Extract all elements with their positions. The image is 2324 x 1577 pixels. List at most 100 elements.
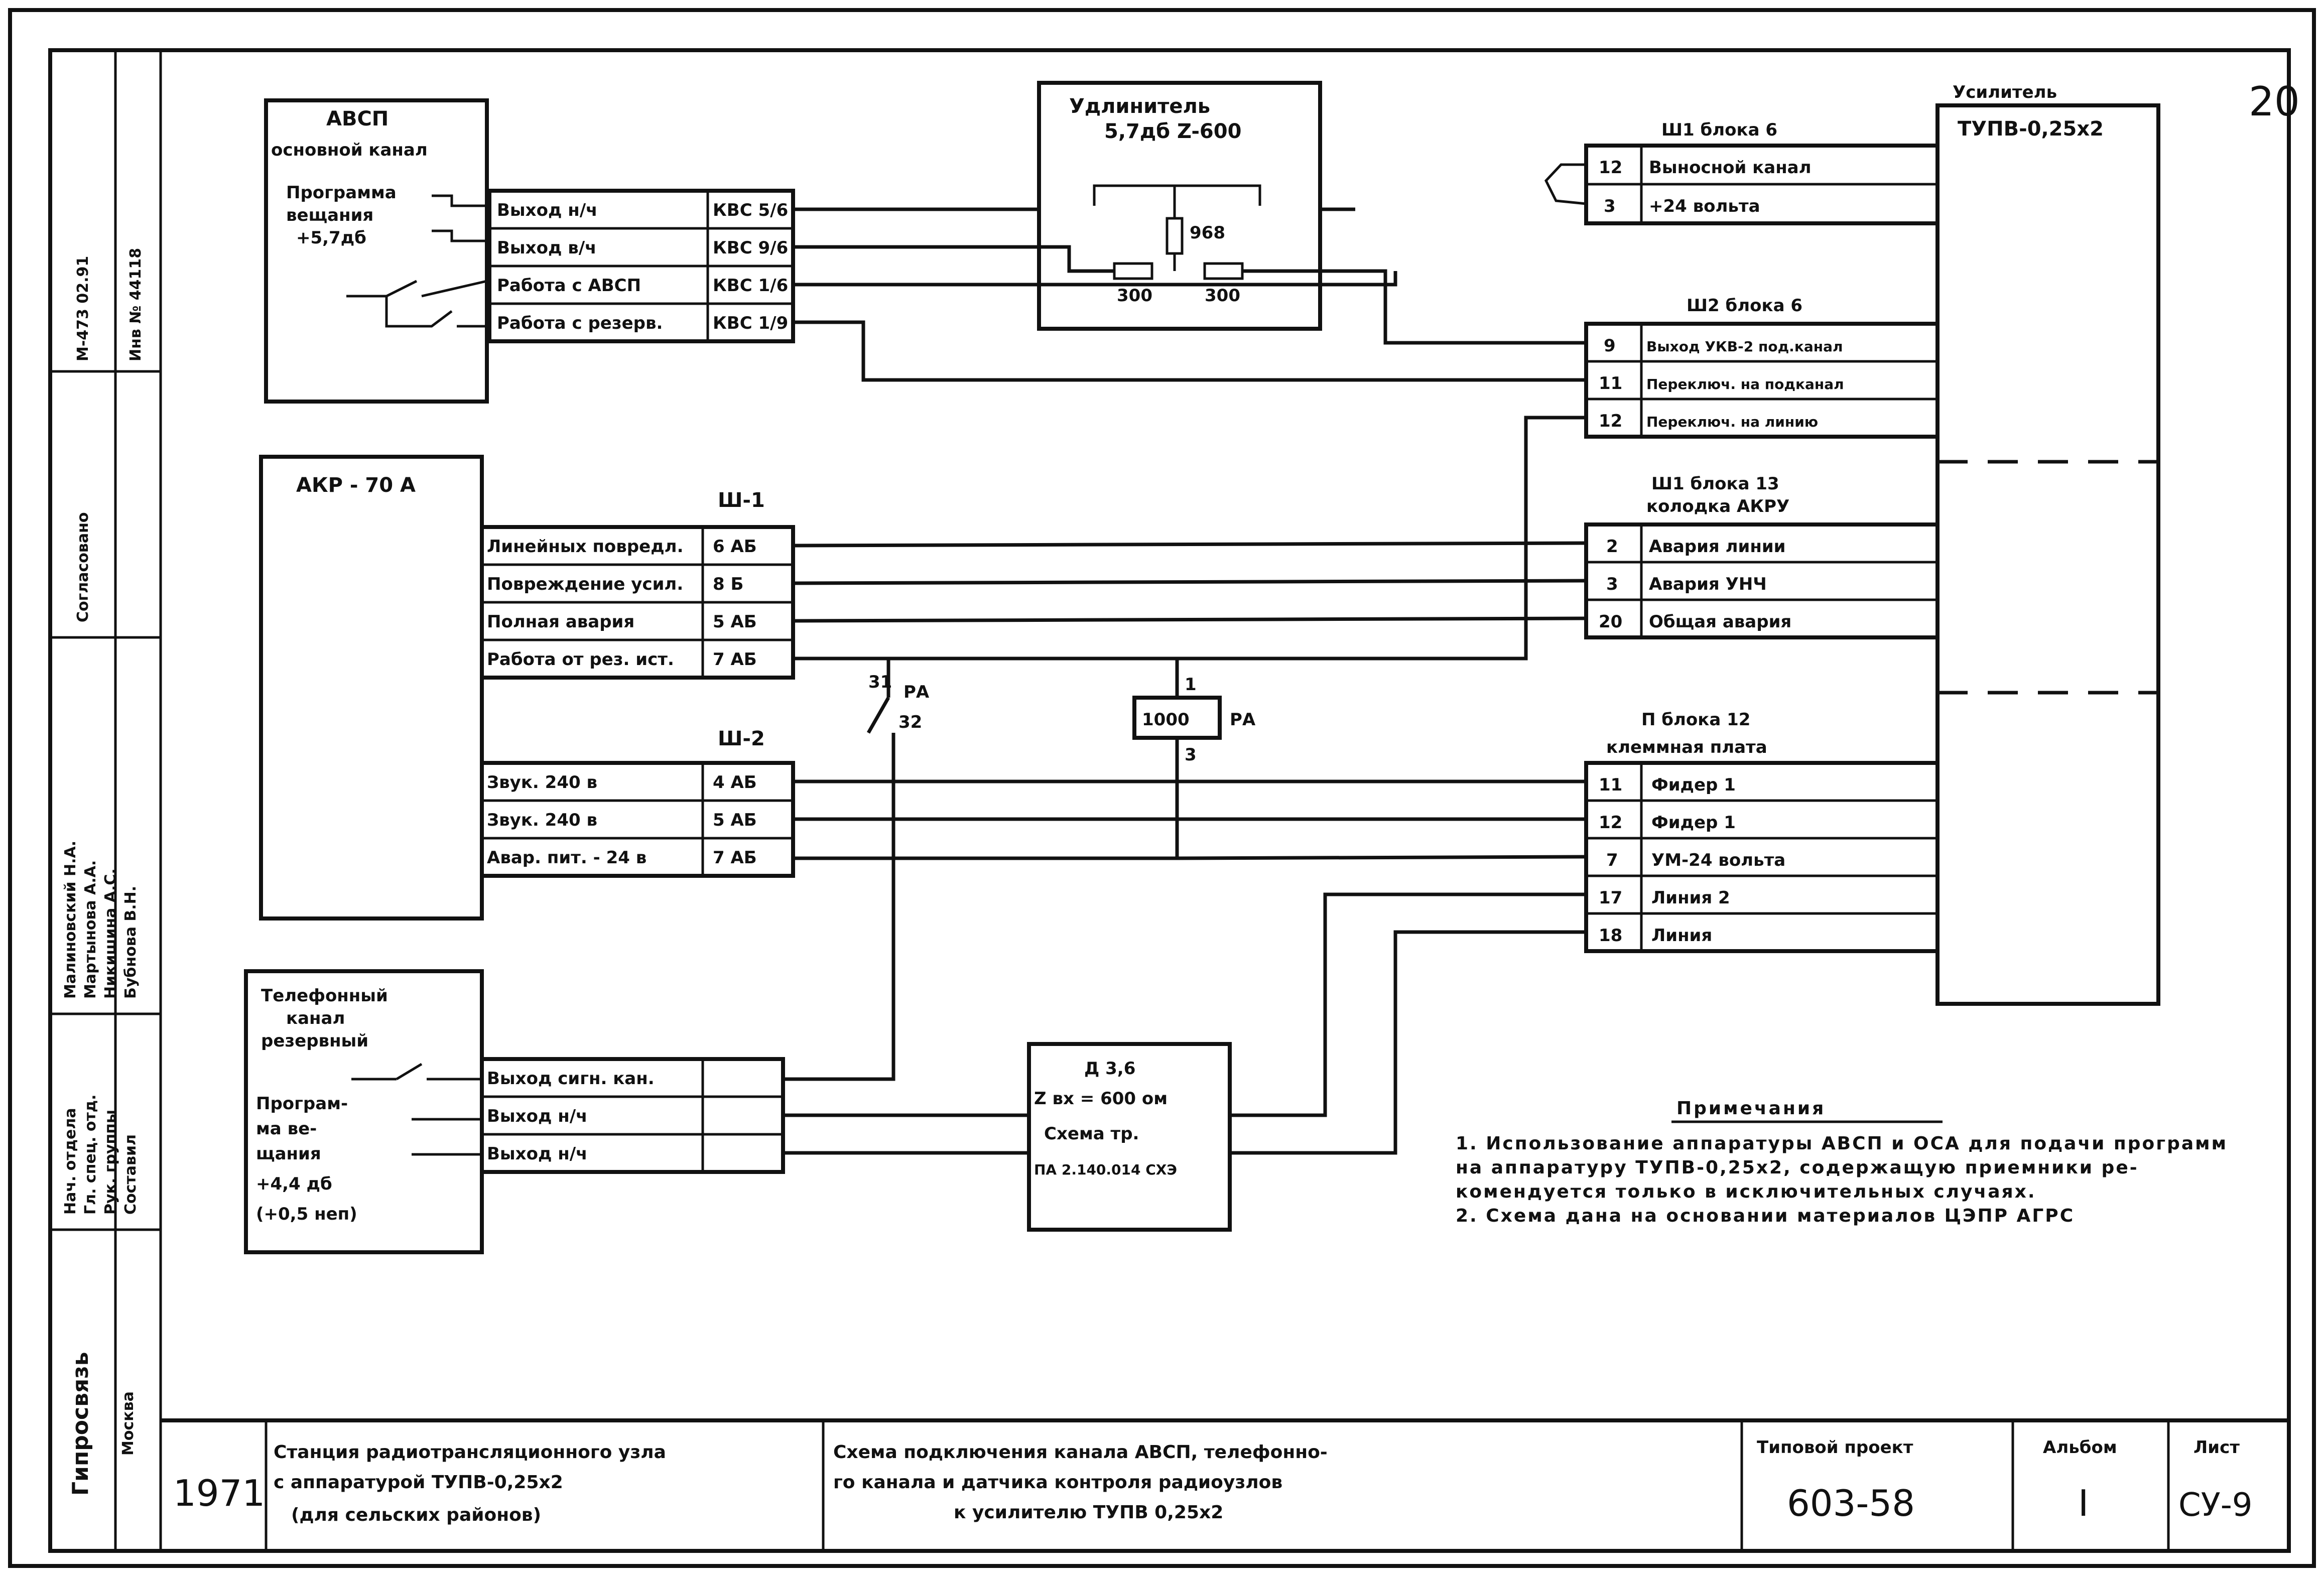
phone-prog-1: Програм-	[256, 1094, 348, 1114]
sh2-label-1: Звук. 240 в	[487, 772, 597, 793]
phone-out-3: Выход н/ч	[487, 1144, 588, 1164]
sh2-pin-3: 7 АБ	[713, 848, 757, 868]
rg3-pin-2: 3	[1606, 574, 1618, 594]
stamp-org: Гипросвязь	[68, 1352, 93, 1496]
rg4-pin-2: 12	[1599, 813, 1622, 833]
phone-prog-2: ма ве-	[256, 1119, 317, 1139]
switch-pin-b: 32	[898, 712, 922, 732]
right-group-1: Ш1 блока 6 12 Выносной канал 3 +24 вольт…	[1584, 120, 1940, 225]
note-2: 2. Схема дана на основании материалов ЦЭ…	[1456, 1206, 2075, 1226]
sh1-pin-3: 5 АБ	[713, 612, 757, 632]
rg4-label-2: Фидер 1	[1651, 813, 1736, 833]
rg2-label-1: Выход УКВ-2 под.канал	[1646, 338, 1843, 355]
rg4-label-3: УМ-24 вольта	[1651, 850, 1785, 870]
rg3-header-1: Ш1 блока 13	[1651, 474, 1779, 494]
sh1-label-3: Полная авария	[487, 612, 634, 632]
title-station-1: Станция радиотрансляционного узла	[274, 1442, 666, 1463]
phone-block: Телефонный канал резервный Програм- ма в…	[244, 969, 484, 1254]
switch-31-32: 31 РА 32	[866, 672, 930, 734]
avsp-out-pin-3: КВС 1/6	[713, 276, 788, 296]
sh1-label-1: Линейных повредл.	[487, 537, 683, 557]
rg3-header-2: колодка АКРУ	[1646, 496, 1789, 516]
title-station-2: с аппаратурой ТУПВ-0,25х2	[274, 1472, 563, 1493]
pad-subtitle: 5,7дб Z-600	[1104, 120, 1241, 143]
pad-r-left: 300	[1117, 286, 1152, 306]
sh1-label-2: Повреждение усил.	[487, 574, 683, 594]
sh1-pin-4: 7 АБ	[713, 649, 757, 670]
akr-sh1-header: Ш-1	[718, 489, 765, 512]
stamp-inv: Инв № 44118	[127, 248, 145, 361]
rg1-label-1: Выносной канал	[1649, 158, 1812, 178]
rg4-header-2: клеммная плата	[1606, 737, 1767, 757]
phone-prog-5: (+0,5 неп)	[256, 1204, 357, 1224]
rg4-label-1: Фидер 1	[1651, 775, 1736, 795]
d36-block: Д 3,6 Z вх = 600 ом Схема тр. ПА 2.140.0…	[1027, 1042, 1232, 1232]
d36-line-3: Схема тр.	[1044, 1124, 1139, 1144]
avsp-block: АВСП основной канал Программа вещания +5…	[264, 98, 489, 404]
stamp-code: М-473 02.91	[74, 256, 92, 361]
rg3-label-2: Авария УНЧ	[1649, 574, 1767, 594]
avsp-out-label-3: Работа с АВСП	[497, 276, 641, 296]
rg2-header: Ш2 блока 6	[1687, 296, 1802, 316]
right-group-2: Ш2 блока 6 9 Выход УКВ-2 под.канал 11 Пе…	[1584, 296, 1940, 439]
sh2-label-2: Звук. 240 в	[487, 810, 597, 830]
d36-line-1: Д 3,6	[1084, 1059, 1135, 1079]
rg4-label-5: Линия	[1651, 926, 1712, 946]
attenuator-pad: Удлинитель 5,7дб Z-600 968 300 300	[1037, 81, 1322, 331]
sh1-pin-1: 6 АБ	[713, 537, 757, 557]
right-group-4: П блока 12 клеммная плата 11 Фидер 1 12 …	[1584, 710, 1940, 953]
phone-prog-4: +4,4 дб	[256, 1174, 332, 1194]
stamp-city: Москва	[119, 1391, 137, 1456]
title-scheme-1: Схема подключения канала АВСП, телефонно…	[833, 1442, 1328, 1463]
drawing-frame	[48, 48, 2291, 1553]
akr-sh2-table: Ш-2 Звук. 240 в 4 АБ Звук. 240 в 5 АБ Ав…	[480, 727, 795, 878]
project-value: 603-58	[1787, 1482, 1915, 1524]
relay: 1 1000 РА 3	[1132, 675, 1256, 765]
stamp-name-1: Малиновский Н.А.	[62, 841, 79, 999]
rg1-header: Ш1 блока 6	[1661, 120, 1777, 140]
title-station-3: (для сельских районов)	[291, 1505, 541, 1525]
project-label: Типовой проект	[1757, 1437, 1913, 1458]
phone-line-1: Телефонный	[261, 986, 388, 1006]
rg4-pin-3: 7	[1606, 850, 1618, 870]
notes-title: Примечания	[1676, 1098, 1826, 1119]
d36-line-2: Z вх = 600 ом	[1034, 1089, 1168, 1109]
switch-tag: РА	[903, 682, 930, 702]
phone-line-3: резервный	[261, 1031, 368, 1051]
rg1-pin-1: 12	[1599, 158, 1622, 178]
avsp-out-label-4: Работа с резерв.	[497, 313, 663, 333]
akr-sh1-table: Ш-1 Линейных повредл. 6 АБ Повреждение у…	[480, 489, 795, 680]
relay-pin-bottom: 3	[1185, 745, 1197, 765]
rg2-pin-3: 12	[1599, 411, 1622, 431]
sh2-label-3: Авар. пит. - 24 в	[487, 848, 647, 868]
avsp-title: АВСП	[326, 107, 389, 130]
avsp-out-pin-1: КВС 5/6	[713, 200, 788, 220]
rg1-label-2: +24 вольта	[1649, 196, 1760, 216]
title-block: 1971 Станция радиотрансляционного узла с…	[161, 1418, 2289, 1551]
wiring	[783, 163, 1587, 1155]
stamp-approved: Согласовано	[74, 512, 92, 622]
rg3-pin-1: 2	[1606, 537, 1618, 557]
rg4-header-1: П блока 12	[1641, 710, 1750, 730]
stamp-role-2: Гл. спец. отд.	[82, 1095, 99, 1215]
sh2-pin-2: 5 АБ	[713, 810, 757, 830]
avsp-output-table: Выход н/ч КВС 5/6 Выход в/ч КВС 9/6 Рабо…	[487, 189, 795, 343]
stamp-name-4: Бубнова В.Н.	[122, 886, 140, 999]
avsp-subtitle: основной канал	[271, 140, 428, 160]
rg2-label-2: Переключ. на подканал	[1646, 376, 1844, 392]
notes: Примечания 1. Использование аппаратуры А…	[1456, 1098, 2226, 1226]
akr-block: АКР - 70 А	[259, 455, 484, 921]
rg1-pin-2: 3	[1604, 196, 1616, 216]
title-scheme-3: к усилителю ТУПВ 0,25х2	[954, 1502, 1223, 1523]
phone-prog-3: щания	[256, 1144, 321, 1164]
avsp-out-pin-2: КВС 9/6	[713, 238, 788, 258]
akr-title: АКР - 70 А	[296, 474, 416, 497]
album-value: I	[2078, 1482, 2089, 1524]
stamp-role-1: Нач. отдела	[62, 1108, 79, 1215]
avsp-text-2: вещания	[286, 205, 373, 225]
phone-out-1: Выход сигн. кан.	[487, 1069, 655, 1089]
rg3-label-1: Авария линии	[1649, 537, 1785, 557]
sh2-pin-1: 4 АБ	[713, 772, 757, 793]
relay-label: 1000	[1142, 710, 1190, 730]
